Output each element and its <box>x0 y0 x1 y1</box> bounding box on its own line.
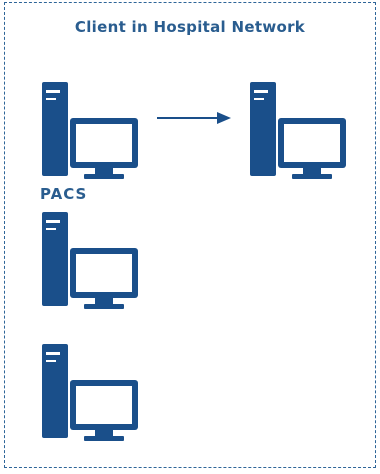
network-title: Client in Hospital Network <box>74 18 306 36</box>
pacs-workstation-1 <box>40 210 140 310</box>
client-workstation <box>40 80 140 180</box>
pacs-label: PACS <box>40 185 88 203</box>
computer-icon <box>42 344 138 441</box>
pacs-workstation-2 <box>40 342 140 442</box>
computer-icon <box>42 212 138 309</box>
computer-icon <box>42 82 138 179</box>
computer-icon <box>250 82 346 179</box>
arrow-right-icon <box>157 112 231 124</box>
hospital-network-boundary <box>4 2 376 468</box>
remote-workstation <box>248 80 348 180</box>
